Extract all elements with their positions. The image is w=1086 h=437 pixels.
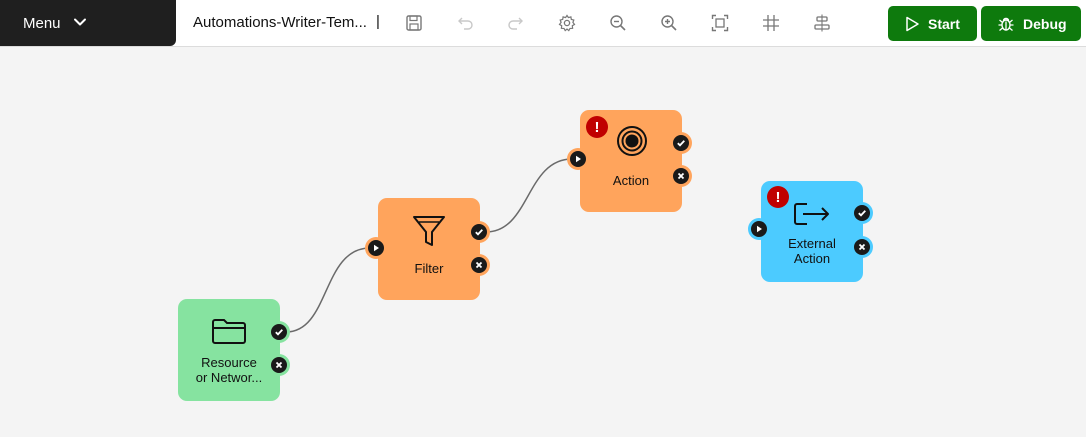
close-icon	[677, 172, 685, 180]
node-external-label-text: External Action	[788, 236, 836, 266]
menu-button[interactable]: Menu	[0, 0, 176, 46]
action-input-port[interactable]	[567, 148, 589, 170]
action-success-port[interactable]	[670, 132, 692, 154]
folder-icon	[212, 319, 246, 344]
node-resource-label: Resource or Networ...	[178, 355, 280, 385]
redo-icon[interactable]	[505, 12, 527, 34]
external-warning-icon[interactable]: !	[767, 186, 789, 208]
undo-icon[interactable]	[454, 12, 476, 34]
align-icon[interactable]	[811, 12, 833, 34]
filter-failure-port[interactable]	[468, 254, 490, 276]
grid-icon[interactable]	[760, 12, 782, 34]
node-filter[interactable]: Filter	[378, 198, 480, 300]
node-action-label: Action	[612, 173, 650, 188]
action-failure-port[interactable]	[670, 165, 692, 187]
zoom-out-icon[interactable]	[607, 12, 629, 34]
bug-icon	[998, 17, 1014, 31]
play-icon	[576, 155, 581, 163]
workflow-canvas[interactable]	[0, 47, 1086, 437]
external-failure-port[interactable]	[851, 236, 873, 258]
checkmark-icon	[858, 210, 866, 217]
checkmark-icon	[677, 140, 685, 147]
external-input-port[interactable]	[748, 218, 770, 240]
text-cursor: |	[376, 13, 380, 30]
play-icon	[906, 16, 919, 31]
node-filter-label: Filter	[414, 261, 444, 276]
filter-input-port[interactable]	[365, 237, 387, 259]
resource-failure-port[interactable]	[268, 354, 290, 376]
chevron-down-icon	[74, 18, 86, 26]
play-icon	[374, 244, 379, 252]
settings-icon[interactable]	[556, 12, 578, 34]
toolbar: Menu Automations-Writer-Tem... |	[0, 0, 1086, 47]
funnel-icon	[413, 216, 445, 246]
zoom-in-icon[interactable]	[658, 12, 680, 34]
debug-button[interactable]: Debug	[981, 6, 1081, 41]
external-success-port[interactable]	[851, 202, 873, 224]
checkmark-icon	[275, 329, 283, 336]
close-icon	[475, 261, 483, 269]
start-label: Start	[928, 15, 960, 32]
node-resource-label-text: Resource or Networ...	[195, 355, 263, 385]
close-icon	[858, 243, 866, 251]
workflow-title[interactable]: Automations-Writer-Tem...	[193, 14, 367, 31]
action-warning-icon[interactable]: !	[586, 116, 608, 138]
exit-arrow-icon	[794, 203, 829, 225]
play-icon	[757, 225, 762, 233]
checkmark-icon	[475, 229, 483, 236]
filter-success-port[interactable]	[468, 221, 490, 243]
debug-label: Debug	[1023, 15, 1067, 32]
node-external-action[interactable]: External Action	[761, 181, 863, 282]
target-icon	[617, 126, 647, 156]
close-icon	[275, 361, 283, 369]
save-icon[interactable]	[403, 12, 425, 34]
menu-label: Menu	[23, 14, 61, 32]
resource-success-port[interactable]	[268, 321, 290, 343]
node-external-label: External Action	[761, 236, 863, 266]
start-button[interactable]: Start	[888, 6, 977, 41]
node-resource[interactable]: Resource or Networ...	[178, 299, 280, 401]
fit-screen-icon[interactable]	[709, 12, 731, 34]
